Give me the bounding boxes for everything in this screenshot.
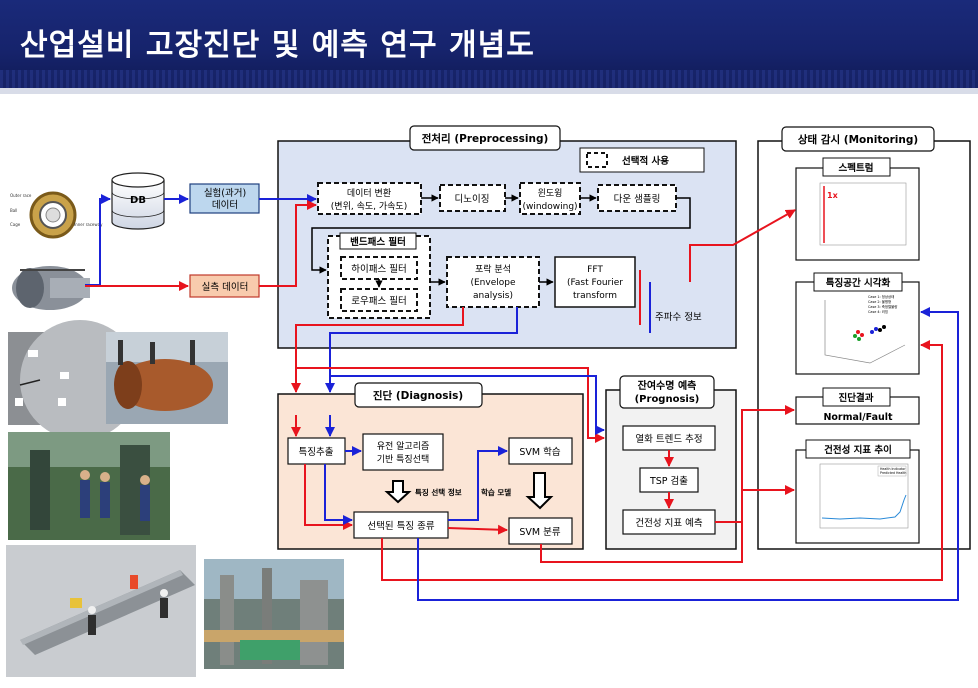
data-transform-box: 데이터 변환 (변위, 속도, 가속도)	[317, 182, 422, 215]
fft-line3: transform	[573, 291, 617, 301]
experimental-data-line1: 실험(과거)	[204, 188, 246, 199]
bearing-label-inner: Inner raceway	[74, 222, 103, 227]
svm-classify-label: SVM 분류	[519, 527, 560, 538]
feature-extract-label: 특징추출	[299, 447, 334, 458]
spectrum-1x-marker: 1x	[827, 191, 839, 200]
envelope-line3: analysis)	[473, 291, 513, 301]
refinery-photo	[204, 559, 344, 669]
downsampling-label: 다운 샘플링	[614, 193, 661, 205]
bandpass-filter-group: 밴드패스 필터 하이패스 필터 로우패스 필터	[327, 232, 431, 319]
data-transform-line2: (변위, 속도, 가속도)	[331, 201, 407, 212]
envelope-line1: 포락 분석	[475, 263, 511, 275]
prognosis-panel: 잔여수명 예측 (Prognosis) 열화 트렌드 추정 TSP 검출 건전성…	[605, 375, 737, 550]
optional-use-legend: 선택적 사용	[622, 155, 669, 167]
health-predict-label: 건전성 지표 예측	[635, 518, 702, 529]
monitoring-title: 상태 감시 (Monitoring)	[798, 133, 918, 146]
db-cylinder: DB	[111, 172, 165, 230]
selected-types-label: 선택된 특징 종류	[367, 520, 434, 532]
denoising-box: 디노이징	[439, 184, 506, 212]
trend-label: 열화 트렌드 추정	[635, 434, 702, 445]
feature-legend-case1: Case 1: 정상상태	[868, 294, 894, 299]
highpass-label: 하이패스 필터	[351, 263, 406, 275]
preprocessing-title: 전처리 (Preprocessing)	[422, 132, 549, 145]
fft-line2: (Fast Fourier	[567, 278, 623, 288]
feature-legend-case4: Case 4: 러빙	[868, 309, 888, 314]
title-bar	[0, 0, 978, 88]
fft-line1: FFT	[587, 265, 603, 275]
windowing-line1: 윈도윙	[538, 188, 563, 199]
downsampling-box: 다운 샘플링	[597, 184, 677, 212]
preprocessing-panel: 전처리 (Preprocessing) 선택적 사용 데이터 변환 (변위, 속…	[277, 125, 737, 349]
svm-train-label: SVM 학습	[519, 447, 560, 458]
select-info-label: 특징 선택 정보	[415, 487, 462, 497]
ga-select-line2: 기반 특징선택	[377, 454, 430, 465]
lowpass-label: 로우패스 필터	[351, 295, 406, 307]
envelope-line2: (Envelope	[470, 278, 515, 288]
health-trend-panel: 건전성 지표 추이 Health Indicator Predicted Hea…	[795, 439, 920, 544]
experimental-data-box: 실험(과거) 데이터	[189, 183, 260, 214]
bearing-label-outer: Outer race	[10, 193, 32, 198]
connector-arrows	[85, 194, 959, 601]
db-label: DB	[130, 195, 146, 206]
health-trend-title: 건전성 지표 추이	[824, 444, 892, 456]
bearing-label-ball: Ball	[10, 208, 17, 213]
bearing-label-cage: Cage	[10, 222, 21, 227]
data-transform-line1: 데이터 변환	[347, 187, 391, 199]
ga-select-line1: 유전 알고리즘	[377, 441, 430, 452]
diagnosis-title: 진단 (Diagnosis)	[373, 389, 463, 402]
frequency-info-label: 주파수 정보	[655, 312, 702, 323]
pipeline-inspection-photo	[6, 545, 196, 677]
pipe-equipment-photo	[106, 332, 228, 424]
title-underline	[0, 88, 978, 94]
bandpass-label: 밴드패스 필터	[350, 236, 406, 248]
health-legend-predicted: Predicted Health	[880, 471, 906, 475]
diagnosis-panel: 진단 (Diagnosis) 특징추출 유전 알고리즘 기반 특징선택 특징 선…	[277, 382, 584, 550]
turbine-photo	[8, 255, 98, 320]
prognosis-title-line2: (Prognosis)	[635, 394, 700, 405]
feature-legend-case3: Case 3: 축정렬불량	[868, 304, 897, 309]
monitoring-panel: 상태 감시 (Monitoring) 스펙트럼 1x 특징공간 시각화 Case…	[757, 126, 971, 550]
diagnosis-result-panel: 진단결과 Normal/Fault	[795, 387, 920, 425]
denoising-label: 디노이징	[455, 194, 490, 205]
experimental-data-line2: 데이터	[212, 200, 238, 211]
spectrum-title: 스펙트럼	[839, 162, 874, 174]
envelope-analysis-box: 포락 분석 (Envelope analysis)	[446, 256, 540, 308]
tsp-label: TSP 검출	[649, 475, 688, 487]
measured-data-box: 실측 데이터	[189, 274, 260, 298]
measured-data-label: 실측 데이터	[202, 282, 249, 293]
title-bar-stripe	[0, 70, 978, 88]
windowing-box: 윈도윙 (windowing)	[519, 182, 581, 215]
page-title: 산업설비 고장진단 및 예측 연구 개념도	[20, 28, 535, 63]
spectrum-panel: 스펙트럼 1x	[795, 157, 920, 261]
prognosis-title-line1: 잔여수명 예측	[638, 379, 697, 392]
feature-space-panel: 특징공간 시각화 Case 1: 정상상태 Case 2: 불평형 Case 3…	[795, 272, 920, 375]
health-legend-indicator: Health Indicator	[880, 467, 906, 471]
learn-model-label: 학습 모델	[481, 487, 511, 497]
bearing-photo: Outer race Ball Cage Inner raceway	[8, 180, 103, 250]
plant-workers-photo	[8, 432, 170, 540]
feature-space-title: 특징공간 시각화	[826, 277, 891, 289]
normal-fault-label: Normal/Fault	[823, 412, 893, 423]
diag-result-title: 진단결과	[839, 392, 874, 404]
feature-legend-case2: Case 2: 불평형	[868, 299, 891, 304]
fft-box: FFT (Fast Fourier transform	[554, 256, 636, 308]
windowing-line2: (windowing)	[522, 202, 577, 212]
